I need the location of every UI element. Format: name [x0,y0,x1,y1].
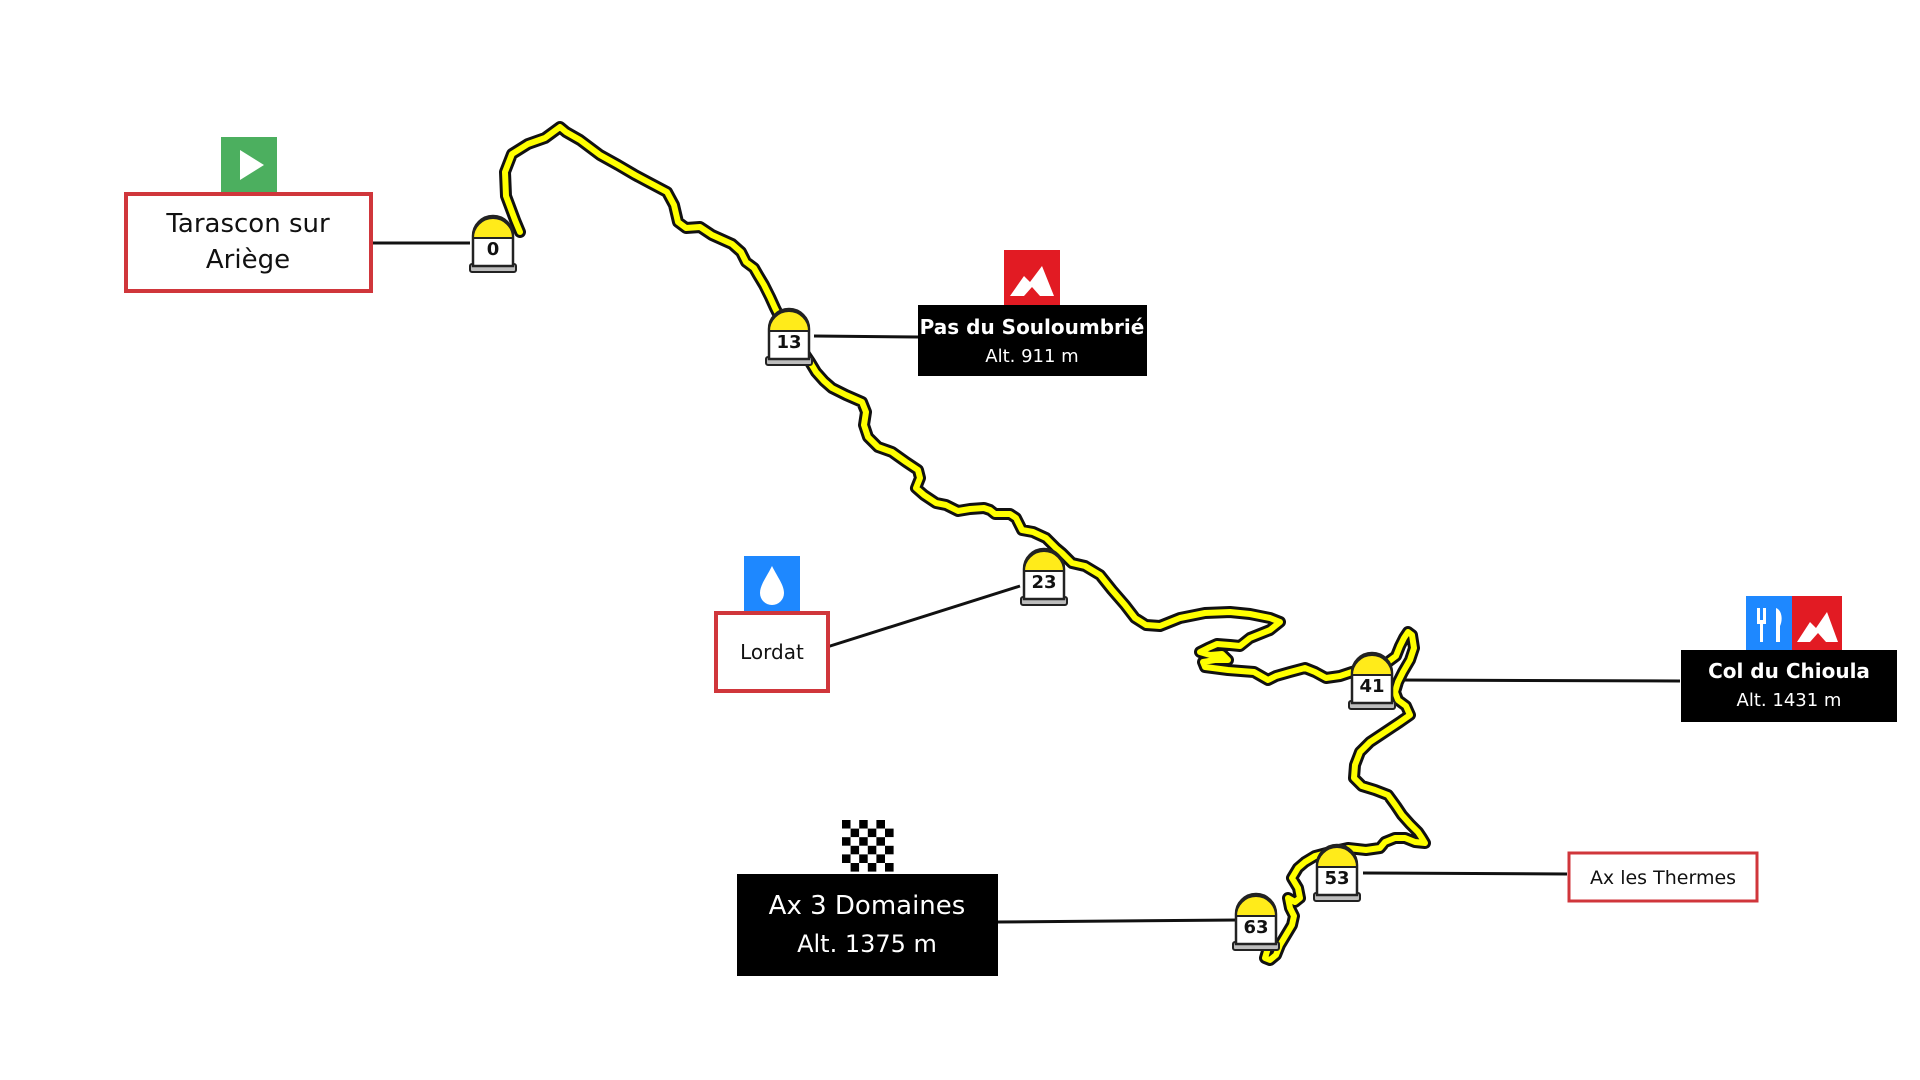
town-name: Ax les Thermes [1590,867,1736,889]
town-lordat: Lordat [714,556,830,693]
start-name-line1: Tarascon sur [165,209,330,239]
col-altitude: Alt. 911 m [985,346,1078,367]
finish-altitude: Alt. 1375 m [797,930,937,958]
milestone-km: 13 [776,332,801,353]
route-path [499,121,1431,966]
col-chioula: Col du Chioula Alt. 1431 m [1681,596,1897,722]
milestone-23: 23 [1019,547,1069,607]
milestone-0: 0 [468,214,518,274]
start-label-box [124,192,373,293]
connector-chioula [1396,678,1681,683]
restaurant-icon [1746,596,1792,651]
play-icon [221,137,277,193]
town-ax-les-thermes: Ax les Thermes [1567,851,1759,903]
milestone-41: 41 [1347,651,1397,711]
col-name: Pas du Souloumbrié [920,315,1145,339]
mountain-icon [1792,596,1842,651]
connector-ax-thermes [1362,871,1568,876]
finish-name: Ax 3 Domaines [769,891,966,921]
milestone-km: 63 [1243,917,1268,938]
connector-lordat [826,584,1021,649]
col-name: Col du Chioula [1708,659,1870,683]
col-label-box [918,305,1147,376]
col-altitude: Alt. 1431 m [1737,690,1842,711]
start-name-line2: Ariège [206,245,290,275]
col-label-box [1681,650,1897,722]
town-name: Lordat [740,640,804,664]
connector-souloumbrie [813,334,919,339]
milestone-km: 41 [1359,676,1384,697]
town-label-box [1567,851,1759,903]
connector-finish [996,918,1239,924]
milestone-km: 23 [1031,572,1056,593]
col-souloumbrie: Pas du Souloumbrié Alt. 911 m [918,250,1147,376]
milestone-13: 13 [764,307,814,367]
mountain-icon [1004,250,1060,306]
town-label-box [714,611,830,693]
connector-lines [372,241,1681,924]
finish-marker: Ax 3 Domaines Alt. 1375 m [737,820,998,976]
finish-label-box [737,874,998,976]
water-drop-icon [744,556,800,612]
milestone-53: 53 [1312,843,1362,903]
milestone-km: 0 [487,239,500,260]
milestone-km: 53 [1324,868,1349,889]
milestone-63: 63 [1231,892,1281,952]
start-marker: Tarascon sur Ariège [124,137,373,293]
checkered-flag-icon [842,820,894,872]
